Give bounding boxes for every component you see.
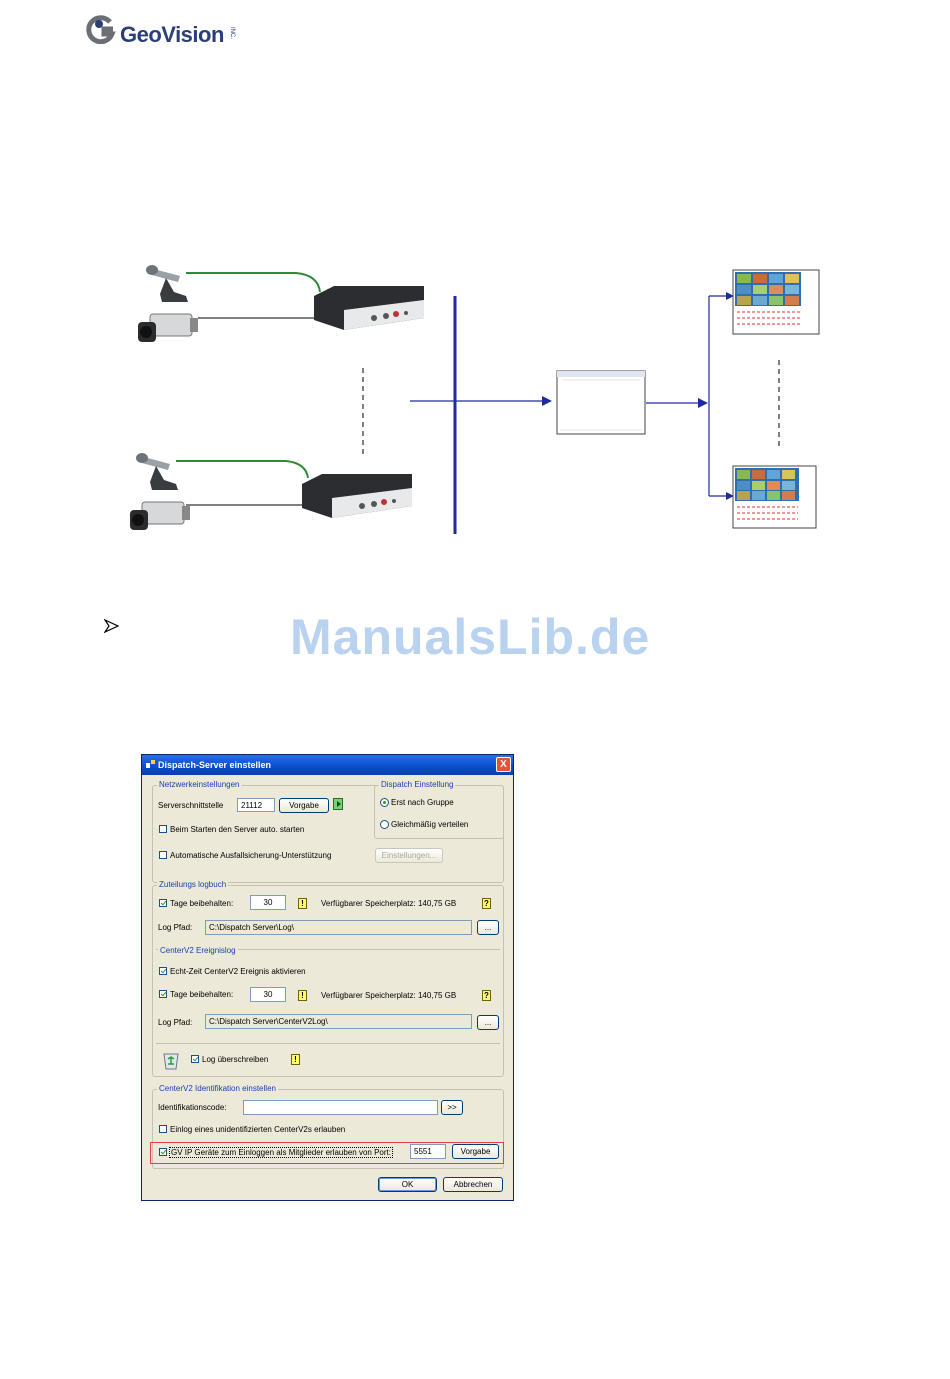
centerv2-free-space-label: Verfügbarer Speicherplatz: 140,75 GB: [321, 991, 457, 1000]
network-settings-title: Netzwerkeinstellungen: [157, 780, 242, 789]
geovision-logo-icon: [86, 15, 116, 44]
failover-label: Automatische Ausfallsicherung-Unterstütz…: [170, 851, 332, 860]
dispatch-log-title: Zuteilungs logbuch: [157, 880, 229, 889]
camera-icon: [138, 313, 198, 342]
dispatch-settings-title: Dispatch Einstellung: [379, 780, 456, 789]
gv-ip-highlight: [150, 1142, 504, 1164]
recycle-bin-icon: [163, 1053, 179, 1070]
identification-title: CenterV2 Identifikation einstellen: [157, 1084, 278, 1093]
microphone-icon: [146, 265, 188, 302]
arrowhead-bullet-icon: [104, 618, 120, 634]
gv-ip-checkbox[interactable]: [159, 1148, 167, 1156]
centerv2-monitor-icon: [732, 269, 820, 335]
autostart-checkbox[interactable]: [159, 825, 167, 833]
overwrite-log-checkbox[interactable]: [191, 1055, 199, 1063]
camera-icon: [130, 501, 190, 530]
realtime-event-checkbox[interactable]: [159, 967, 167, 975]
dispatch-server-screen-icon: [556, 370, 646, 435]
overwrite-divider: [156, 1043, 500, 1044]
dispatch-free-space-label: Verfügbarer Speicherplatz: 140,75 GB: [321, 899, 457, 908]
centerv2-path-input[interactable]: C:\Dispatch Server\CenterV2Log\: [205, 1014, 472, 1029]
radio-by-group-label: Erst nach Gruppe: [391, 798, 454, 807]
dispatch-log-group: Zuteilungs logbuch: [152, 880, 504, 1077]
dispatch-keep-days-input[interactable]: 30: [250, 895, 286, 910]
identification-code-label: Identifikationscode:: [158, 1103, 227, 1112]
failover-settings-button[interactable]: Einstellungen...: [375, 848, 443, 863]
dialog-titlebar[interactable]: Dispatch-Server einstellen X: [142, 755, 513, 775]
cancel-button[interactable]: Abbrechen: [443, 1177, 503, 1192]
centerv2-keep-days-checkbox[interactable]: [159, 990, 167, 998]
port-default-button[interactable]: Vorgabe: [279, 798, 329, 813]
info-warning-icon: !: [298, 990, 307, 1001]
overwrite-log-label: Log überschreiben: [202, 1055, 269, 1064]
port-label: Serverschnittstelle: [158, 801, 224, 810]
close-button[interactable]: X: [496, 757, 511, 772]
centerv2-monitor-icon: [732, 465, 817, 529]
brand-name: GeoVision: [120, 22, 224, 47]
unidentified-centerv2-checkbox[interactable]: [159, 1125, 167, 1133]
dispatch-path-label: Log Pfad:: [158, 923, 193, 932]
dispatch-settings-group: Dispatch Einstellung: [374, 780, 504, 839]
log-divider: [156, 949, 500, 950]
centerv2-path-label: Log Pfad:: [158, 1018, 193, 1027]
app-icon: [146, 760, 155, 768]
radio-evenly-label: Gleichmäßig verteilen: [391, 820, 469, 829]
identification-code-input[interactable]: [243, 1100, 438, 1115]
radio-evenly[interactable]: [380, 820, 389, 829]
centerv2-keep-days-input[interactable]: 30: [250, 987, 286, 1002]
dispatch-path-input[interactable]: C:\Dispatch Server\Log\: [205, 920, 472, 935]
info-warning-icon: !: [291, 1054, 300, 1065]
gv-ip-port-input[interactable]: 5551: [410, 1144, 446, 1159]
centerv2-browse-button[interactable]: ...: [477, 1015, 499, 1030]
identification-group: CenterV2 Identifikation einstellen: [152, 1084, 504, 1169]
video-server-icon: [314, 286, 424, 330]
radio-by-group[interactable]: [380, 798, 389, 807]
video-server-icon: [302, 474, 412, 518]
realtime-event-label: Echt-Zeit CenterV2 Ereignis aktivieren: [170, 967, 306, 976]
failover-checkbox[interactable]: [159, 851, 167, 859]
info-warning-icon: ?: [482, 990, 491, 1001]
port-input[interactable]: 21112: [237, 798, 275, 812]
identification-arrow-button[interactable]: >>: [441, 1100, 463, 1115]
dispatch-keep-days-label: Tage beibehalten:: [170, 899, 234, 908]
brand-suffix: INC.: [229, 27, 235, 39]
dispatch-browse-button[interactable]: ...: [477, 920, 499, 935]
unidentified-centerv2-label: Einlog eines unidentifizierten CenterV2s…: [170, 1125, 346, 1134]
watermark: ManualsLib.de: [290, 609, 651, 665]
dialog-title: Dispatch-Server einstellen: [158, 760, 272, 770]
dispatch-keep-days-checkbox[interactable]: [159, 899, 167, 907]
microphone-icon: [136, 453, 178, 490]
gv-ip-label: GV IP Geräte zum Einloggen als Mitgliede…: [169, 1147, 393, 1158]
autostart-label: Beim Starten den Server auto. starten: [170, 825, 305, 834]
ok-button[interactable]: OK: [378, 1177, 437, 1192]
network-diagram: [130, 265, 820, 534]
info-warning-icon: ?: [482, 898, 491, 909]
start-server-icon[interactable]: [333, 798, 343, 810]
info-warning-icon: !: [298, 898, 307, 909]
centerv2-log-title: CenterV2 Ereignislog: [158, 946, 238, 955]
gv-ip-default-button[interactable]: Vorgabe: [452, 1144, 499, 1159]
dispatch-server-dialog: Dispatch-Server einstellen X Netzwerkein…: [141, 754, 514, 1201]
centerv2-keep-days-label: Tage beibehalten:: [170, 990, 234, 999]
